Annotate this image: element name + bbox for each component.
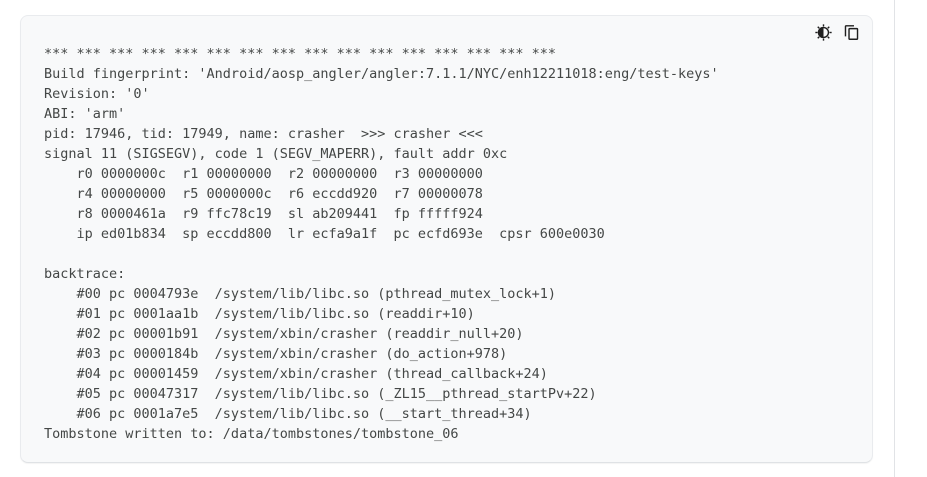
code-line: *** *** *** *** *** *** *** *** *** *** …	[44, 46, 557, 62]
copy-icon	[843, 24, 860, 41]
code-line	[44, 244, 848, 264]
crash-log-text: *** *** *** *** *** *** *** *** *** *** …	[21, 16, 872, 462]
dark-code-toggle-button[interactable]	[812, 21, 834, 43]
code-line: #02 pc 00001b91 /system/xbin/crasher (re…	[44, 326, 524, 342]
code-line: Tombstone written to: /data/tombstones/t…	[44, 426, 459, 442]
code-line: #05 pc 00047317 /system/lib/libc.so (_ZL…	[44, 386, 597, 402]
code-line: #06 pc 0001a7e5 /system/lib/libc.so (__s…	[44, 406, 532, 422]
code-line: r8 0000461a r9 ffc78c19 sl ab209441 fp f…	[44, 206, 483, 222]
code-block: *** *** *** *** *** *** *** *** *** *** …	[20, 15, 873, 463]
code-line: ABI: 'arm'	[44, 106, 126, 122]
code-line: #03 pc 0000184b /system/xbin/crasher (do…	[44, 346, 508, 362]
code-line: r4 00000000 r5 0000000c r6 eccdd920 r7 0…	[44, 186, 483, 202]
code-line: signal 11 (SIGSEGV), code 1 (SEGV_MAPERR…	[44, 146, 508, 162]
code-line: #04 pc 00001459 /system/xbin/crasher (th…	[44, 366, 548, 382]
code-line: ip ed01b834 sp eccdd800 lr ecfa9a1f pc e…	[44, 226, 605, 242]
code-line: Revision: '0'	[44, 86, 150, 102]
code-line: Build fingerprint: 'Android/aosp_angler/…	[44, 66, 719, 82]
code-line: r0 0000000c r1 00000000 r2 00000000 r3 0…	[44, 166, 483, 182]
copy-code-button[interactable]	[840, 21, 862, 43]
code-line: #00 pc 0004793e /system/lib/libc.so (pth…	[44, 286, 557, 302]
column-divider	[894, 0, 895, 477]
dark-code-toggle-icon	[814, 23, 832, 41]
code-line: backtrace:	[44, 266, 126, 282]
code-line: #01 pc 0001aa1b /system/lib/libc.so (rea…	[44, 306, 475, 322]
code-actions-toolbar	[812, 21, 862, 43]
code-line: pid: 17946, tid: 17949, name: crasher >>…	[44, 126, 483, 142]
